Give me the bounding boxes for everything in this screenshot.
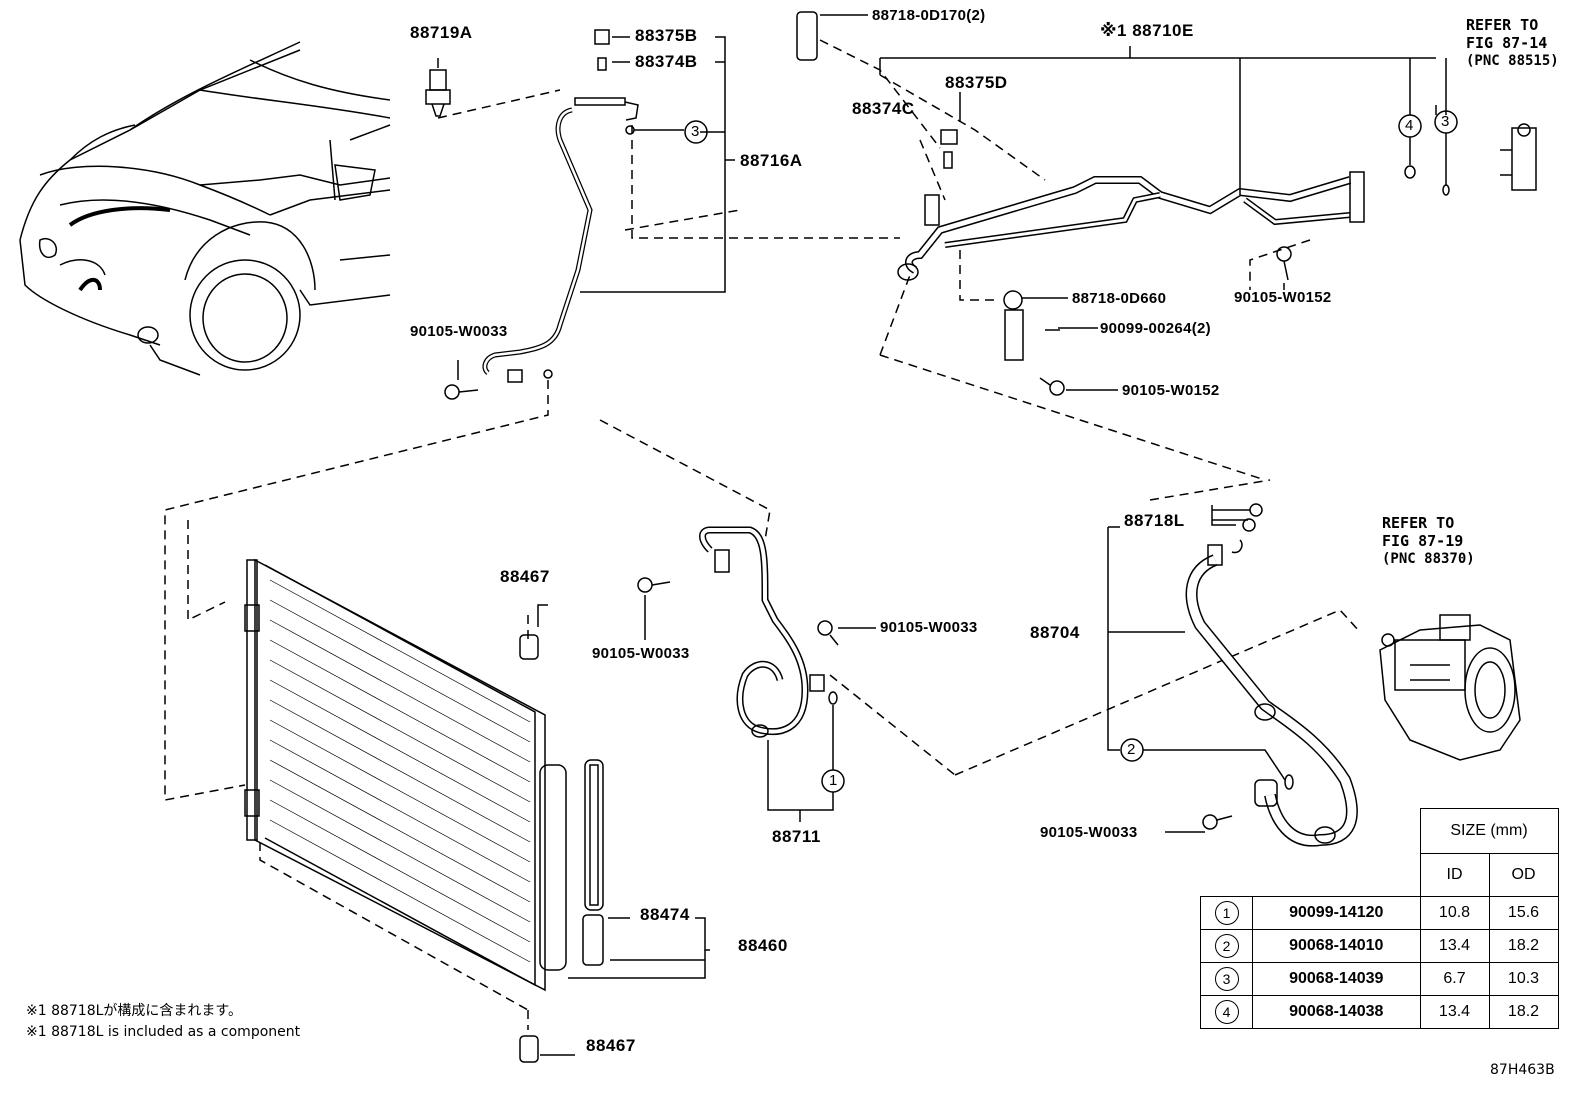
table-row: 1 90099-14120 10.8 15.6 (1200, 896, 1559, 930)
refer1-line3: (PNC 88515) (1466, 53, 1559, 69)
label-90105-W0033-d: 90105-W0033 (1040, 824, 1138, 841)
label-88467-bottom: 88467 (586, 1036, 636, 1055)
row-3-part: 90068-14039 (1252, 962, 1421, 996)
row-4-part: 90068-14038 (1252, 995, 1421, 1029)
refer2-line3: (PNC 88370) (1382, 551, 1475, 567)
size-header: SIZE (mm) (1419, 808, 1559, 854)
id-header: ID (1419, 853, 1490, 897)
row-1-id: 10.8 (1419, 896, 1490, 930)
row-3-no: 3 (1214, 967, 1239, 991)
label-88467-top: 88467 (500, 567, 550, 586)
row-2-part: 90068-14010 (1252, 929, 1421, 963)
label-88711: 88711 (772, 827, 821, 846)
row-2-id: 13.4 (1419, 929, 1490, 963)
label-88374C: 88374C (852, 99, 915, 118)
label-88704: 88704 (1030, 623, 1080, 642)
pipe-88710E (796, 11, 1365, 281)
note-english: ※1 88718L is included as a component (26, 1024, 301, 1040)
vehicle-outline (19, 41, 391, 376)
label-88375D: 88375D (945, 73, 1008, 92)
row-2-od: 18.2 (1488, 929, 1559, 963)
label-90105-W0033-a: 90105-W0033 (410, 323, 508, 340)
callout-2: 2 (1127, 741, 1136, 758)
size-table: SIZE (mm) ID OD 1 90099-14120 10.8 15.6 … (1200, 808, 1559, 1029)
label-88710E: ※1 88710E (1100, 21, 1194, 40)
label-90099-00264: 90099-00264(2) (1100, 320, 1211, 337)
table-row: 4 90068-14038 13.4 18.2 (1200, 995, 1559, 1029)
compressor (1379, 614, 1521, 761)
table-row: 2 90068-14010 13.4 18.2 (1200, 929, 1559, 963)
figure-id: 87H463B (1490, 1062, 1555, 1078)
refer-to-fig-87-19: REFER TO FIG 87-19 (PNC 88370) (1382, 514, 1475, 568)
label-90105-W0033-c: 90105-W0033 (880, 619, 978, 636)
row-2-no: 2 (1214, 934, 1239, 958)
label-90105-W0152-b: 90105-W0152 (1122, 382, 1220, 399)
label-90105-W0033-b: 90105-W0033 (592, 645, 690, 662)
label-88374B: 88374B (635, 52, 698, 71)
table-row: 3 90068-14039 6.7 10.3 (1200, 962, 1559, 996)
condenser-88460 (244, 558, 567, 1063)
row-1-no: 1 (1214, 901, 1239, 925)
dryer-88474 (582, 759, 604, 966)
label-88718L: 88718L (1124, 511, 1185, 530)
label-88474: 88474 (640, 905, 690, 924)
pipe-88716A (444, 29, 639, 400)
label-90105-W0152-a: 90105-W0152 (1234, 289, 1332, 306)
row-3-id: 6.7 (1419, 962, 1490, 996)
refer1-line1: REFER TO (1466, 16, 1539, 34)
row-3-od: 10.3 (1488, 962, 1559, 996)
hose-88704 (1185, 503, 1358, 847)
label-88718-0D660: 88718-0D660 (1072, 290, 1167, 307)
label-88718-0D170: 88718-0D170(2) (872, 7, 986, 24)
callout-4: 4 (1405, 117, 1414, 134)
row-4-no: 4 (1214, 1000, 1239, 1024)
refer2-line1: REFER TO (1382, 514, 1455, 532)
row-1-part: 90099-14120 (1252, 896, 1421, 930)
label-88719A: 88719A (410, 23, 473, 42)
label-88460: 88460 (738, 936, 788, 955)
bracket-88718-0D660 (1003, 290, 1065, 396)
od-header: OD (1488, 853, 1559, 897)
label-88716A: 88716A (740, 151, 803, 170)
callout-1: 1 (829, 772, 838, 789)
row-4-id: 13.4 (1419, 995, 1490, 1029)
callout-3-a: 3 (691, 123, 700, 140)
pressure-switch-88719A (425, 69, 451, 117)
row-4-od: 18.2 (1488, 995, 1559, 1029)
refer2-line2: FIG 87-19 (1382, 532, 1464, 550)
row-1-od: 15.6 (1488, 896, 1559, 930)
expansion-valve (1500, 123, 1537, 191)
refer1-line2: FIG 87-14 (1466, 34, 1548, 52)
hose-88711 (637, 526, 839, 738)
refer-to-fig-87-14: REFER TO FIG 87-14 (PNC 88515) (1466, 16, 1559, 70)
label-88375B: 88375B (635, 26, 698, 45)
note-japanese: ※1 88718Lが構成に含まれます。 (26, 1003, 243, 1019)
callout-3-b: 3 (1441, 113, 1450, 130)
